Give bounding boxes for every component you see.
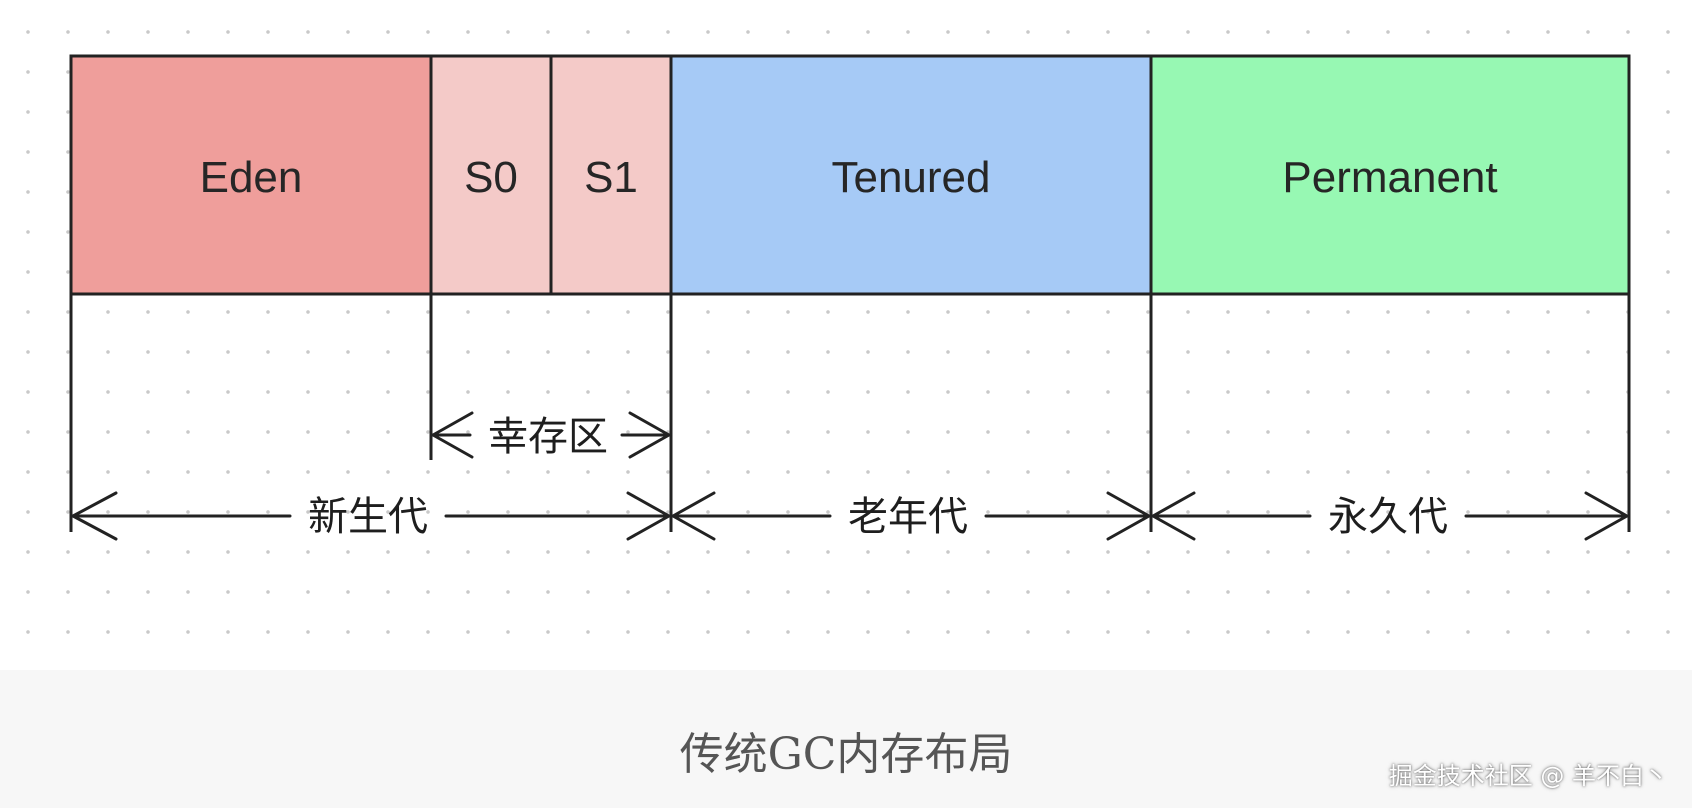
tenured-label: Tenured <box>831 153 990 202</box>
perm-right-arrowhead <box>1584 491 1629 541</box>
survivor-span-label: 幸存区 <box>488 414 608 460</box>
caption-band <box>0 670 1692 808</box>
young-right-arrowhead <box>626 491 671 541</box>
eden-box <box>69 54 433 296</box>
old-generation-label: 老年代 <box>848 494 968 540</box>
survivor-label-backdrop <box>474 410 620 460</box>
gc-memory-layout-diagram: Eden S0 S1 Tenured Permanent 幸存区 <box>69 54 1631 541</box>
young-left-arrowhead <box>71 491 118 541</box>
generation-span-arrows <box>71 491 1629 541</box>
s1-label: S1 <box>584 153 638 202</box>
tenured-box <box>669 54 1153 296</box>
permanent-box <box>1149 54 1631 296</box>
eden-label: Eden <box>200 153 303 202</box>
watermark-text: 掘金技术社区 @ 羊不白丶 <box>1388 762 1668 790</box>
young-generation-label: 新生代 <box>308 494 428 540</box>
s0-label: S0 <box>464 153 518 202</box>
old-left-arrowhead <box>671 491 716 541</box>
survivor-span-arrow <box>431 411 671 459</box>
permanent-generation-label: 永久代 <box>1328 494 1448 540</box>
perm-left-arrowhead <box>1151 491 1196 541</box>
permanent-label: Permanent <box>1282 153 1497 202</box>
figure-caption: 传统GC内存布局 <box>679 729 1013 780</box>
old-right-arrowhead <box>1106 491 1151 541</box>
